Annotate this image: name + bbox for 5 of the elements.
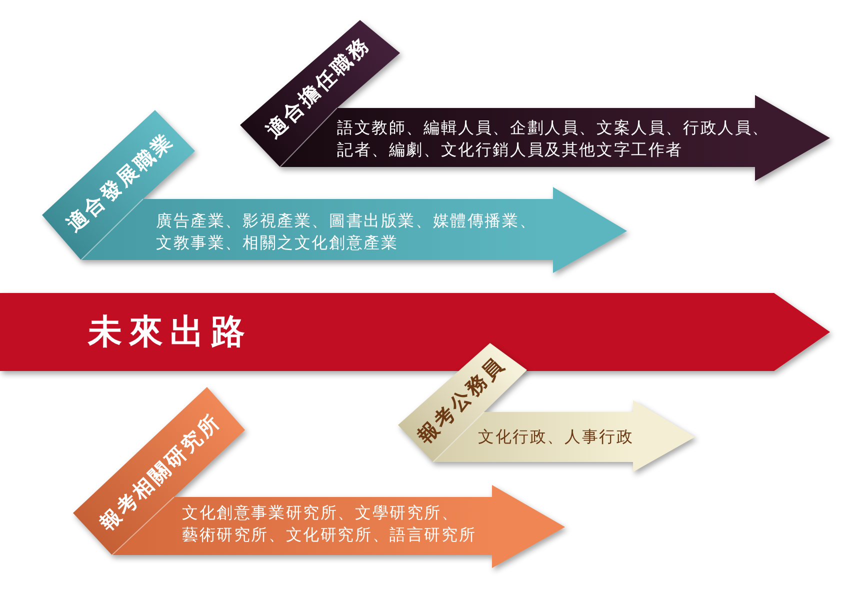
ribbon-text: 語文教師、編輯人員、企劃人員、文案人員、行政人員、記者、編劇、文化行銷人員及其他文字工作者 bbox=[337, 117, 770, 161]
ribbon-text: 文化創意事業研究所、文學研究所、藝術研究所、文化研究所、語言研究所 bbox=[182, 502, 478, 546]
ribbon-text: 文化行政、人事行政 bbox=[478, 426, 635, 448]
ribbon-text: 廣告產業、影視產業、圖書出版業、媒體傳播業、文教事業、相關之文化創意產業 bbox=[156, 210, 538, 254]
banner-title: 未來出路 bbox=[88, 312, 252, 352]
